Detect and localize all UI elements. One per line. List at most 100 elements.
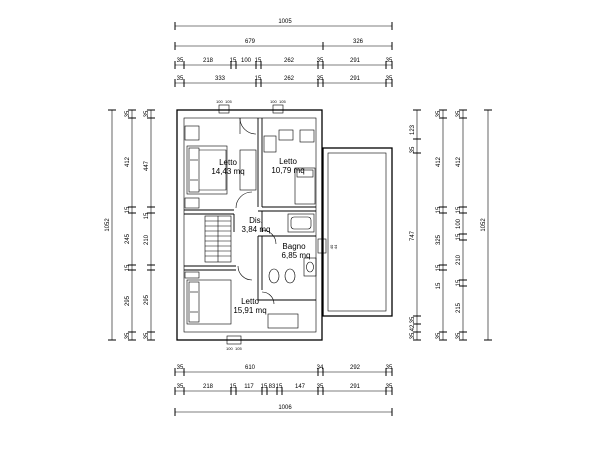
dim-label: 245 <box>125 233 131 244</box>
dim-label: 15 <box>255 76 262 82</box>
dim-label: 210 <box>144 234 150 245</box>
right-dimensions: 123 35 747 35 42 35 35 412 15 15 325 15 … <box>410 109 492 341</box>
staircase <box>204 215 232 263</box>
sink-icon <box>303 257 317 277</box>
dim-label: 15 <box>261 384 268 390</box>
top-dimensions: 1005 679 326 35 218 15 100 15 262 35 291… <box>174 19 393 87</box>
window <box>317 238 327 254</box>
dim-label: 291 <box>350 384 361 390</box>
wardrobe <box>239 149 257 191</box>
dim-label: 100 <box>456 218 462 229</box>
dim-label: 412 <box>436 156 442 167</box>
dim-label: 412 <box>125 156 131 167</box>
dim-label: 15 <box>125 206 131 213</box>
dim-label: 35 <box>177 76 184 82</box>
dim-label: 100 <box>241 58 252 64</box>
nightstand <box>184 271 200 279</box>
window <box>272 104 284 114</box>
dim-label: 35 <box>317 384 324 390</box>
dim-label: 218 <box>203 58 214 64</box>
dim-label: 35 <box>386 384 393 390</box>
wardrobe <box>267 313 299 329</box>
nightstand <box>184 197 200 209</box>
bed-icon <box>186 145 228 195</box>
dim-label: 15 <box>456 279 462 286</box>
room-name-letto-1: Letto <box>219 158 237 167</box>
dim-label: 262 <box>284 76 295 82</box>
dim-label: 15 <box>436 264 442 271</box>
door-swing <box>235 191 253 209</box>
room-name-letto-2: Letto <box>279 157 297 166</box>
dim-label: 35 <box>125 332 131 339</box>
dim-label: 412 <box>456 156 462 167</box>
dim-label: 35 <box>125 110 131 117</box>
dim-label: 35 <box>144 110 150 117</box>
bed-icon <box>186 279 232 325</box>
dim-label: 35 <box>177 58 184 64</box>
window-label: 105 <box>225 99 232 104</box>
dim-label: 35 <box>317 58 324 64</box>
dim-label: 117 <box>244 384 254 390</box>
dim-label: 35 <box>177 365 184 371</box>
nightstand <box>184 125 200 141</box>
dim-label: 15 <box>436 206 442 213</box>
dim-label: 610 <box>245 365 256 371</box>
dim-label: 291 <box>350 58 361 64</box>
dim-label: 210 <box>456 254 462 265</box>
dim-label: 15 <box>255 58 262 64</box>
door-swing <box>237 265 253 281</box>
dim-label: 15 <box>230 384 237 390</box>
dim-label: 35 <box>410 316 416 323</box>
toilet-icon <box>268 268 280 284</box>
dim-label: 35 <box>410 332 416 339</box>
dim-label: 34 <box>317 365 324 371</box>
dim-label: 333 <box>215 76 226 82</box>
dim-label: 35 <box>436 110 442 117</box>
dim-label: 292 <box>350 365 361 371</box>
dim-top-left: 679 <box>245 39 256 45</box>
dim-label: 215 <box>456 302 462 313</box>
window-label: 105 <box>235 346 242 351</box>
dim-label: 747 <box>410 230 416 241</box>
building: 100 105 100 105 100 105 40 44 <box>176 99 393 351</box>
room-area-dis: 3,84 mq <box>242 225 271 234</box>
window <box>226 335 242 345</box>
dim-label: 83 <box>269 384 276 390</box>
dim-bottom-total: 1006 <box>278 405 292 411</box>
dim-label: 262 <box>284 58 295 64</box>
dim-label: 295 <box>125 295 131 306</box>
dim-label: 15 <box>276 384 283 390</box>
dim-label: 123 <box>410 124 416 135</box>
room-area-letto-2: 10,79 mq <box>271 166 304 175</box>
dim-label: 15 <box>230 58 237 64</box>
bed-icon <box>294 167 316 205</box>
bathtub-icon <box>287 213 315 233</box>
dim-label: 15 <box>456 233 462 240</box>
dim-label: 35 <box>456 110 462 117</box>
dim-label: 325 <box>436 234 442 245</box>
dim-label: 147 <box>295 384 306 390</box>
window-label: 100 <box>270 99 277 104</box>
dim-right-total: 1052 <box>481 218 487 232</box>
window <box>218 104 230 114</box>
dim-label: 35 <box>386 76 393 82</box>
dim-label: 15 <box>456 206 462 213</box>
dim-top-total: 1005 <box>278 19 292 25</box>
dim-label: 15 <box>436 282 442 289</box>
window-label: 105 <box>279 99 286 104</box>
left-dimensions: 1052 35 412 15 245 15 295 35 35 447 15 2… <box>105 109 155 341</box>
dim-label: 35 <box>386 365 393 371</box>
dim-top-right: 326 <box>353 39 364 45</box>
dim-label: 35 <box>386 58 393 64</box>
terrace-outline <box>322 147 393 317</box>
dim-label: 35 <box>317 76 324 82</box>
dim-label: 35 <box>456 332 462 339</box>
window-label: 100 <box>226 346 233 351</box>
bidet-icon <box>284 268 296 284</box>
dim-label: 15 <box>125 264 131 271</box>
window-label: 40 <box>329 244 334 249</box>
room-area-bagno: 6,85 mq <box>282 251 311 260</box>
dim-label: 295 <box>144 294 150 305</box>
door-swing <box>261 291 275 305</box>
